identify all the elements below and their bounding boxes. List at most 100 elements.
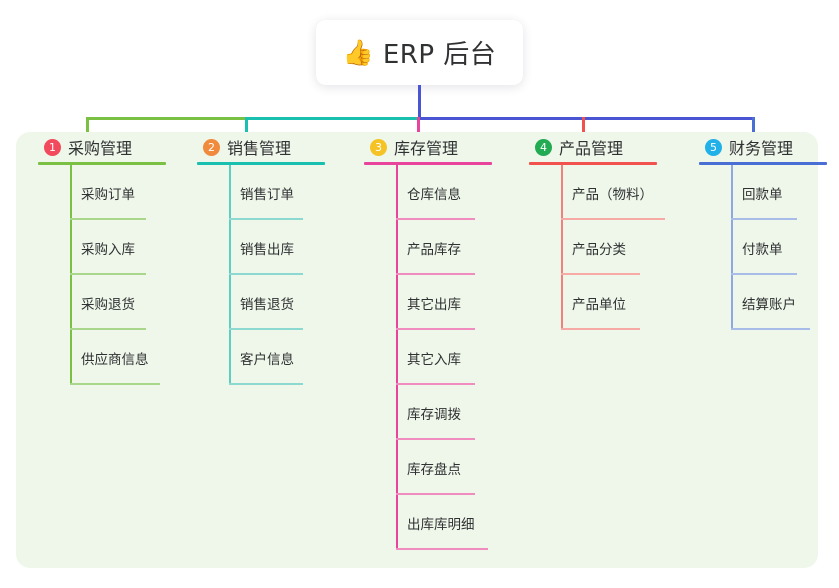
item-label: 仓库信息 [407, 187, 461, 203]
item-label: 供应商信息 [81, 352, 149, 368]
branch-items-2: 销售订单 销售出库 销售退货 客户信息 [197, 165, 347, 385]
item-label: 回款单 [742, 187, 783, 203]
branch-items-5: 回款单 付款单 结算账户 [699, 165, 839, 330]
branch-items-4: 产品（物料） 产品分类 产品单位 [529, 165, 694, 330]
item-underline [396, 328, 475, 330]
list-item[interactable]: 产品库存 [364, 220, 524, 275]
list-item[interactable]: 库存调拨 [364, 385, 524, 440]
branch-items-3: 仓库信息 产品库存 其它出库 其它入库 库存调拨 [364, 165, 524, 550]
branch-spine-5 [731, 165, 733, 330]
item-underline [731, 218, 797, 220]
branch-rule-3 [364, 162, 492, 165]
branch-items-1: 采购订单 采购入库 采购退货 供应商信息 [38, 165, 188, 385]
list-item[interactable]: 销售订单 [197, 165, 347, 220]
bus-segment-1 [87, 117, 247, 120]
item-label: 产品分类 [572, 242, 626, 258]
branch-title-4: 产品管理 [559, 139, 624, 158]
list-item[interactable]: 结算账户 [699, 275, 839, 330]
list-item[interactable]: 采购订单 [38, 165, 188, 220]
list-item[interactable]: 回款单 [699, 165, 839, 220]
item-label: 库存调拨 [407, 407, 461, 423]
item-underline [70, 218, 146, 220]
branch-badge-2: 2 [203, 138, 220, 156]
item-underline [229, 273, 303, 275]
item-underline [396, 218, 475, 220]
item-underline [70, 273, 146, 275]
branch-spine-1 [70, 165, 72, 385]
branch-column-3: 3 库存管理 仓库信息 产品库存 其它出库 其它入库 [364, 132, 524, 550]
item-underline [396, 548, 488, 550]
branch-badge-5: 5 [705, 138, 722, 156]
bus-segment-3 [418, 117, 754, 120]
item-underline [561, 218, 665, 220]
list-item[interactable]: 其它入库 [364, 330, 524, 385]
item-label: 付款单 [742, 242, 783, 258]
item-underline [229, 218, 303, 220]
list-item[interactable]: 客户信息 [197, 330, 347, 385]
item-label: 采购入库 [81, 242, 135, 258]
item-label: 产品（物料） [572, 187, 653, 203]
item-label: 其它入库 [407, 352, 461, 368]
branch-header-5[interactable]: 5 财务管理 [699, 132, 839, 162]
item-underline [731, 273, 797, 275]
root-stem-connector [418, 85, 421, 119]
root-node[interactable]: 👍 ERP 后台 [316, 20, 523, 85]
item-underline [229, 383, 303, 385]
branch-rule-5 [699, 162, 827, 165]
item-label: 采购退货 [81, 297, 135, 313]
branch-rule-1 [38, 162, 166, 165]
branch-column-4: 4 产品管理 产品（物料） 产品分类 产品单位 [529, 132, 694, 330]
item-label: 销售退货 [240, 297, 294, 313]
branch-title-5: 财务管理 [729, 139, 794, 158]
branch-title-3: 库存管理 [394, 139, 459, 158]
item-label: 销售出库 [240, 242, 294, 258]
branch-header-2[interactable]: 2 销售管理 [197, 132, 347, 162]
branch-header-3[interactable]: 3 库存管理 [364, 132, 524, 162]
branch-column-1: 1 采购管理 采购订单 采购入库 采购退货 供应商信 [38, 132, 188, 385]
item-underline [70, 328, 146, 330]
item-label: 出库库明细 [407, 517, 475, 533]
item-underline [396, 273, 475, 275]
item-label: 采购订单 [81, 187, 135, 203]
branch-rule-2 [197, 162, 325, 165]
item-label: 产品库存 [407, 242, 461, 258]
branch-column-5: 5 财务管理 回款单 付款单 结算账户 [699, 132, 839, 330]
list-item[interactable]: 其它出库 [364, 275, 524, 330]
item-label: 结算账户 [742, 297, 796, 313]
branch-header-4[interactable]: 4 产品管理 [529, 132, 694, 162]
branch-header-1[interactable]: 1 采购管理 [38, 132, 188, 162]
thumbs-up-icon: 👍 [342, 38, 374, 67]
root-title: ERP 后台 [382, 40, 497, 70]
list-item[interactable]: 产品分类 [529, 220, 694, 275]
branch-spine-4 [561, 165, 563, 330]
list-item[interactable]: 出库库明细 [364, 495, 524, 550]
item-underline [561, 328, 640, 330]
branch-spine-2 [229, 165, 231, 385]
item-underline [731, 328, 810, 330]
branch-title-1: 采购管理 [68, 139, 133, 158]
item-label: 销售订单 [240, 187, 294, 203]
item-underline [396, 493, 475, 495]
item-underline [396, 438, 475, 440]
branch-spine-3 [396, 165, 398, 550]
item-underline [70, 383, 160, 385]
branch-column-2: 2 销售管理 销售订单 销售出库 销售退货 客户信息 [197, 132, 347, 385]
list-item[interactable]: 销售退货 [197, 275, 347, 330]
list-item[interactable]: 供应商信息 [38, 330, 188, 385]
list-item[interactable]: 仓库信息 [364, 165, 524, 220]
bus-segment-2 [246, 117, 420, 120]
list-item[interactable]: 采购退货 [38, 275, 188, 330]
item-label: 产品单位 [572, 297, 626, 313]
branch-title-2: 销售管理 [227, 139, 292, 158]
item-underline [396, 383, 475, 385]
list-item[interactable]: 产品单位 [529, 275, 694, 330]
item-underline [561, 273, 640, 275]
list-item[interactable]: 库存盘点 [364, 440, 524, 495]
list-item[interactable]: 采购入库 [38, 220, 188, 275]
list-item[interactable]: 销售出库 [197, 220, 347, 275]
list-item[interactable]: 付款单 [699, 220, 839, 275]
list-item[interactable]: 产品（物料） [529, 165, 694, 220]
branches-card: 1 采购管理 采购订单 采购入库 采购退货 供应商信 [16, 132, 827, 568]
branch-badge-4: 4 [535, 138, 552, 156]
